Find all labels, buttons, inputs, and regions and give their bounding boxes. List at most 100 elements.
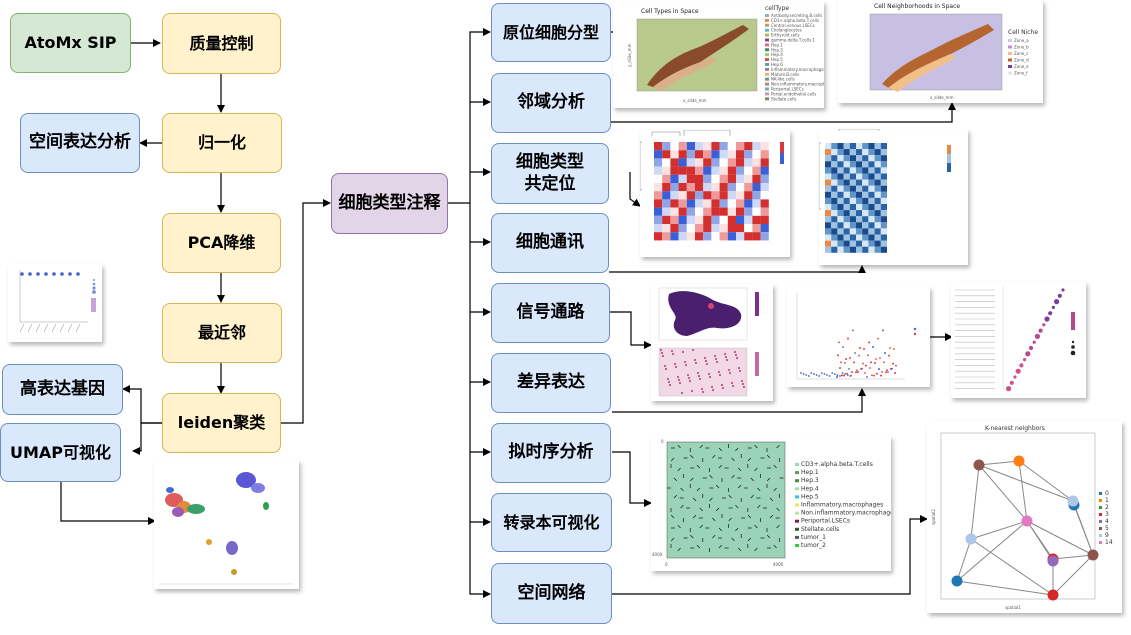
tissue-dot bbox=[683, 360, 687, 364]
heatmap-cell bbox=[654, 150, 663, 159]
heatmap-cell bbox=[736, 174, 745, 183]
tissue-dot bbox=[671, 352, 675, 356]
enrichment-bubble-thumbnail bbox=[951, 282, 1086, 398]
tissue-dot bbox=[715, 360, 719, 364]
differential-box[interactable]: 差异表达 bbox=[491, 353, 611, 413]
communication-box[interactable]: 细胞通讯 bbox=[491, 213, 609, 273]
cell-types-legend-swatch bbox=[765, 53, 769, 57]
knn-node bbox=[1087, 549, 1099, 561]
umap-box[interactable]: UMAP可视化 bbox=[0, 423, 121, 482]
heatmap-cell bbox=[686, 183, 695, 192]
neighborhood-box[interactable]: 邻域分析 bbox=[491, 73, 611, 133]
heatmap-cell bbox=[825, 234, 832, 241]
heatmap-cell bbox=[837, 197, 844, 204]
heatmap-cell bbox=[744, 207, 753, 216]
enrichment-bubble bbox=[1038, 328, 1043, 333]
heatmap-cell bbox=[760, 191, 769, 200]
pca-box[interactable]: PCA降维 bbox=[162, 213, 281, 273]
spatial-expression-box[interactable]: 空间表达分析 bbox=[20, 113, 140, 173]
tissue-dot bbox=[676, 375, 680, 379]
velocity-arrow bbox=[709, 497, 713, 502]
transcript-viz-box[interactable]: 转录本可视化 bbox=[491, 493, 612, 552]
heatmap-red-cells bbox=[654, 142, 769, 241]
velocity-arrow bbox=[699, 444, 703, 449]
volcano-point bbox=[878, 368, 880, 370]
heatmap-cell bbox=[760, 166, 769, 175]
heatmap-cell bbox=[686, 142, 695, 151]
heatmap-cell bbox=[719, 183, 728, 192]
velocity-arrow bbox=[718, 527, 723, 532]
signaling-tissue-thumbnail bbox=[651, 284, 773, 401]
colocalization-box[interactable]: 细胞类型 共定位 bbox=[491, 143, 609, 204]
heatmap-cell bbox=[862, 155, 869, 162]
heatmap-cell bbox=[719, 215, 728, 224]
cell-types-legend-label: Hep.6 bbox=[771, 62, 783, 67]
heatmap-cell bbox=[662, 142, 671, 151]
volcano-point bbox=[877, 337, 879, 340]
high-expression-box[interactable]: 高表达基因 bbox=[2, 364, 123, 415]
heatmap-cell bbox=[736, 191, 745, 200]
heatmap-cell bbox=[703, 174, 712, 183]
heatmap-cell bbox=[862, 204, 869, 211]
volcano-point bbox=[859, 347, 861, 349]
heatmap-cell bbox=[856, 173, 863, 180]
heatmap-cell bbox=[719, 191, 728, 200]
cell-types-legend-label: Periportal.LSECs bbox=[771, 87, 804, 92]
tissue-dot bbox=[703, 356, 707, 360]
heatmap-cell bbox=[744, 199, 753, 208]
heatmap-cell bbox=[862, 143, 869, 150]
heatmap-cell bbox=[831, 155, 838, 162]
velocity-arrow bbox=[715, 507, 720, 512]
in-situ-typing-box[interactable]: 原位细胞分型 bbox=[491, 3, 611, 62]
enrichment-bubble bbox=[1042, 323, 1046, 327]
volcano-point bbox=[831, 372, 834, 374]
heatmap-cell bbox=[678, 174, 687, 183]
cell-types-legend-label: Hep.3 bbox=[771, 47, 783, 52]
cell-types-legend-label: CD3+.alpha.beta.T.cells bbox=[771, 18, 819, 23]
pseudotime-box[interactable]: 拟时序分析 bbox=[491, 423, 611, 483]
heatmap-cell bbox=[849, 191, 856, 198]
heatmap-cell bbox=[825, 197, 832, 204]
enrichment-bubble bbox=[1034, 333, 1040, 339]
heatmap-cell bbox=[868, 167, 875, 174]
leiden-box[interactable]: leiden聚类 bbox=[162, 393, 281, 453]
pseudotime-legend-label: Stellate.cells bbox=[801, 526, 839, 533]
quality-control-box[interactable]: 质量控制 bbox=[162, 13, 281, 74]
neighborhoods-legend-label: Zone_b bbox=[1014, 45, 1029, 50]
heatmap-cell bbox=[825, 210, 832, 217]
velocity-arrow bbox=[677, 524, 681, 529]
heatmap-cell bbox=[843, 197, 850, 204]
heatmap-cell bbox=[862, 161, 869, 168]
volcano-point bbox=[838, 341, 840, 344]
signaling-box[interactable]: 信号通路 bbox=[491, 283, 610, 343]
heatmap-cell bbox=[678, 183, 687, 192]
heatmap-cell bbox=[868, 149, 875, 156]
cell-types-legend-swatch bbox=[765, 14, 769, 17]
tissue-dot bbox=[725, 358, 729, 362]
cell-types-legend-label: Hep.1 bbox=[771, 42, 783, 47]
heatmap-cell bbox=[831, 228, 838, 235]
volcano-point bbox=[881, 371, 883, 373]
cell-type-annotation-box[interactable]: 细胞类型注释 bbox=[331, 173, 448, 234]
tissue-dot bbox=[694, 361, 698, 365]
neighborhoods-legend-swatch bbox=[1008, 39, 1012, 42]
heatmap-cell bbox=[727, 158, 736, 167]
heatmap-cell bbox=[686, 150, 695, 159]
heatmap-cell bbox=[686, 174, 695, 183]
atomx-sip-box[interactable]: AtoMx SIP bbox=[10, 13, 131, 73]
heatmap-cell bbox=[874, 234, 881, 241]
heatmap-cell bbox=[849, 185, 856, 192]
heatmap-cell bbox=[837, 228, 844, 235]
spatial-network-box[interactable]: 空间网络 bbox=[491, 563, 612, 624]
knn-edge bbox=[956, 538, 972, 582]
velocity-arrow bbox=[757, 504, 761, 509]
heatmap-cell bbox=[862, 185, 869, 192]
knn-legend-label: 14 bbox=[1105, 539, 1113, 546]
volcano-point bbox=[818, 375, 821, 377]
heatmap-cell bbox=[874, 222, 881, 229]
normalization-box[interactable]: 归一化 bbox=[162, 113, 282, 173]
heatmap-cell bbox=[760, 150, 769, 159]
pseudotime-legend-label: Inflammatory.macrophages bbox=[801, 502, 883, 509]
velocity-arrow bbox=[769, 497, 774, 502]
nearest-neighbor-box[interactable]: 最近邻 bbox=[162, 303, 282, 363]
